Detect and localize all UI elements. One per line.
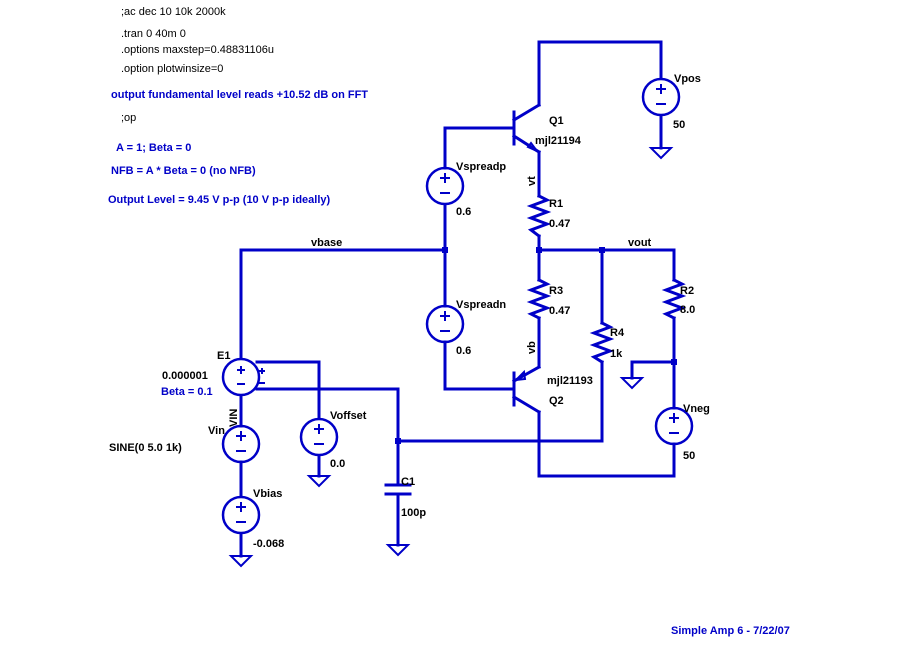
voltage-source-vspreadn[interactable]: [425, 304, 465, 344]
voltage-source-vspreadp[interactable]: [425, 166, 465, 206]
label-vspreadp-value: 0.6: [456, 206, 471, 218]
label-vpos-name: Vpos: [674, 73, 701, 85]
label-e1-value: 0.000001: [162, 370, 208, 382]
label-vpos-value: 50: [673, 119, 685, 131]
label-e1-beta: Beta = 0.1: [161, 386, 213, 398]
junctions: [395, 247, 677, 444]
ground-symbol: [306, 475, 332, 488]
label-q1-model: mjl21194: [535, 135, 582, 147]
label-q1-name: Q1: [549, 115, 564, 127]
net-label-vout: vout: [628, 237, 652, 249]
resistor-r1[interactable]: [526, 193, 552, 239]
note-fft-level[interactable]: output fundamental level reads +10.52 dB…: [111, 89, 368, 101]
comment-notes: output fundamental level reads +10.52 dB…: [108, 89, 368, 206]
vcvs-e1[interactable]: [221, 357, 265, 397]
label-c1-name: C1: [401, 476, 415, 488]
label-r3-name: R3: [549, 285, 563, 297]
net-label-vbase: vbase: [311, 237, 342, 249]
label-r4-name: R4: [610, 327, 625, 339]
label-r1-name: R1: [549, 198, 563, 210]
directive-maxstep[interactable]: .options maxstep=0.48831106u: [121, 44, 274, 56]
note-gain[interactable]: A = 1; Beta = 0: [116, 142, 191, 154]
ground-symbol: [619, 377, 645, 390]
label-vspreadn-value: 0.6: [456, 345, 471, 357]
resistor-r2[interactable]: [661, 277, 687, 321]
note-nfb[interactable]: NFB = A * Beta = 0 (no NFB): [111, 165, 256, 177]
voltage-source-vpos[interactable]: [641, 77, 681, 117]
label-voffset-name: Voffset: [330, 410, 367, 422]
label-r4-value: 1k: [610, 348, 623, 360]
label-e1-name: E1: [217, 350, 230, 362]
ground-symbol: [228, 555, 254, 568]
resistor-r3[interactable]: [526, 277, 552, 321]
label-q2-model: mjl21193: [547, 375, 593, 387]
footer-title: Simple Amp 6 - 7/22/07: [671, 625, 790, 637]
transistor-q2[interactable]: [511, 364, 542, 415]
directive-op[interactable]: ;op: [121, 112, 136, 124]
label-vbias-name: Vbias: [253, 488, 282, 500]
directive-plotwinsize[interactable]: .option plotwinsize=0: [121, 63, 223, 75]
ground-symbol: [648, 147, 674, 160]
note-output-level[interactable]: Output Level = 9.45 V p-p (10 V p-p idea…: [108, 194, 331, 206]
label-c1-value: 100p: [401, 507, 426, 519]
label-r2-name: R2: [680, 285, 694, 297]
label-vspreadp-name: Vspreadp: [456, 161, 506, 173]
label-q2-name: Q2: [549, 395, 564, 407]
spice-directives: ;ac dec 10 10k 2000k .tran 0 40m 0 .opti…: [121, 6, 274, 124]
voltage-source-vin[interactable]: [221, 424, 261, 464]
directive-tran[interactable]: .tran 0 40m 0: [121, 28, 186, 40]
voltage-source-vbias[interactable]: [221, 495, 261, 535]
label-vbias-value: -0.068: [253, 538, 284, 550]
capacitor-c1[interactable]: [384, 483, 412, 508]
net-label-vb: vb: [526, 341, 538, 354]
label-vneg-name: Vneg: [683, 403, 710, 415]
directive-ac[interactable]: ;ac dec 10 10k 2000k: [121, 6, 226, 18]
label-vspreadn-name: Vspreadn: [456, 299, 506, 311]
label-r3-value: 0.47: [549, 305, 570, 317]
net-label-vin: VIN: [228, 409, 240, 427]
label-vneg-value: 50: [683, 450, 695, 462]
resistor-r4[interactable]: [589, 320, 615, 365]
label-r1-value: 0.47: [549, 218, 570, 230]
label-vin-name: Vin: [208, 425, 225, 437]
voltage-source-voffset[interactable]: [299, 417, 339, 457]
label-r2-value: 8.0: [680, 304, 695, 316]
transistor-q1[interactable]: [511, 102, 542, 155]
label-voffset-value: 0.0: [330, 458, 345, 470]
net-label-vt: vt: [526, 176, 538, 186]
voltage-source-vneg[interactable]: [654, 406, 694, 446]
ground-symbol: [385, 544, 411, 557]
label-vin-value: SINE(0 5.0 1k): [109, 442, 182, 454]
